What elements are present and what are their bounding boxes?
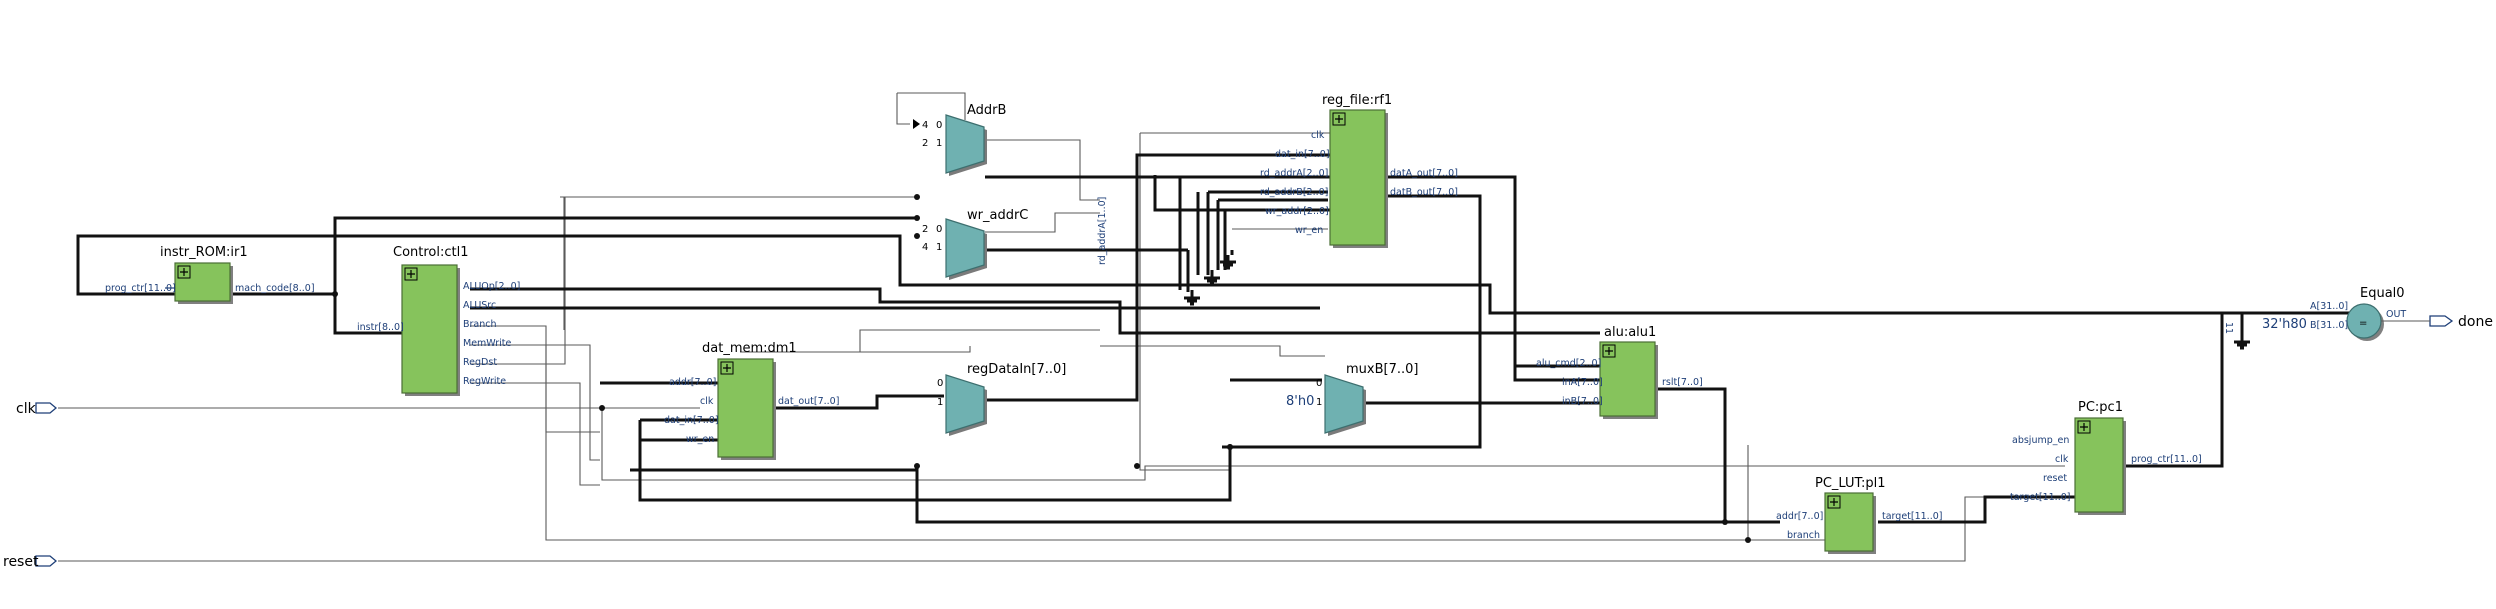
reg-file-in-rd-addra: rd_addrA[2..0] <box>1260 168 1328 179</box>
wires-thick <box>76 153 2355 524</box>
instr-rom-in-prog-ctr: prog_ctr[11..0] <box>105 283 176 294</box>
dat-mem-block[interactable]: dat_mem:dm1 addr[7..0] clk dat_in[7..0] … <box>664 341 839 460</box>
expand-icon[interactable] <box>2077 420 2091 434</box>
pc-in-target: target[11..0] <box>2010 492 2070 503</box>
pc-lut-in-branch: branch <box>1787 530 1820 541</box>
pc-lut-out-target: target[11..0] <box>1882 511 1942 522</box>
instr-rom-title: instr_ROM:ir1 <box>160 245 248 260</box>
reg-file-in-wr-addr: wr_addr[2..0] <box>1265 206 1329 217</box>
alu-block[interactable]: alu:alu1 alu_cmd[2..0] inA[7..0] inB[7..… <box>1536 325 1703 419</box>
control-title: Control:ctl1 <box>393 245 469 260</box>
addrb-in1-val: 2 <box>922 138 928 149</box>
equal0-bus-label: 11 <box>2223 322 2234 334</box>
wr-addrc-in0-val: 2 <box>922 224 928 235</box>
reg-file-out-datb: datB_out[7..0] <box>1390 187 1458 198</box>
equal0-out: OUT <box>2386 309 2406 320</box>
expand-icon[interactable] <box>720 361 734 375</box>
muxb-title: muxB[7..0] <box>1346 362 1418 377</box>
equal-sign-icon: = <box>2359 318 2367 329</box>
reg-file-block[interactable]: reg_file:rf1 clk dat_in[7..0] rd_addrA[2… <box>1260 93 1458 248</box>
reg-file-in-rd-addrb: rd_addrB[2..0] <box>1260 187 1328 198</box>
equal0-comparator[interactable]: Equal0 = A[31..0] B[31..0] OUT 32'h80 11 <box>2223 286 2430 341</box>
equal0-const: 32'h80 <box>2262 317 2307 332</box>
control-out-regwrite: RegWrite <box>463 376 506 387</box>
addrb-in1-sel: 1 <box>936 138 942 149</box>
pc-in-reset: reset <box>2043 473 2067 484</box>
control-out-memwrite: MemWrite <box>463 338 512 349</box>
dat-mem-out-dat-out: dat_out[7..0] <box>778 396 839 407</box>
alu-in-inb: inB[7..0] <box>1562 396 1603 407</box>
equal0-title: Equal0 <box>2360 286 2405 301</box>
pc-in-absjump: absjump_en <box>2012 435 2069 446</box>
alu-in-alu-cmd: alu_cmd[2..0] <box>1536 358 1601 369</box>
regdatain-in0-sel: 0 <box>937 378 943 389</box>
muxb-const: 8'h0 <box>1286 394 1314 409</box>
pc-lut-in-addr: addr[7..0] <box>1776 511 1823 522</box>
junction-dots <box>332 194 1751 543</box>
wr-addrc-in0-sel: 0 <box>936 224 942 235</box>
control-block[interactable]: Control:ctl1 instr[8..0] ALUOp[2..0] ALU… <box>357 245 520 396</box>
control-out-branch: Branch <box>463 319 497 330</box>
expand-icon[interactable] <box>404 267 418 281</box>
instr-rom-out-mach-code: mach_code[8..0] <box>235 283 315 294</box>
addrb-title: AddrB <box>967 103 1006 118</box>
dat-mem-title: dat_mem:dm1 <box>702 341 797 356</box>
wr-addrc-title: wr_addrC <box>967 208 1028 223</box>
muxb-in0-sel: 0 <box>1316 378 1322 389</box>
pc-lut-block[interactable]: PC_LUT:pl1 addr[7..0] branch target[11..… <box>1776 476 1942 554</box>
alu-in-ina: inA[7..0] <box>1562 377 1603 388</box>
pc-block[interactable]: PC:pc1 absjump_en clk reset target[11..0… <box>2010 400 2202 515</box>
control-out-regdst: RegDst <box>463 357 497 368</box>
reg-file-out-data: datA_out[7..0] <box>1390 168 1458 179</box>
addrb-in0-sel: 0 <box>936 120 942 131</box>
muxb-in1-sel: 1 <box>1316 397 1322 408</box>
pc-out-prog-ctr: prog_ctr[11..0] <box>2131 454 2202 465</box>
control-out-alusrc: ALUSrc <box>463 300 496 311</box>
done-label: done <box>2458 314 2493 330</box>
reset-input-port[interactable]: reset <box>3 554 58 570</box>
dat-mem-in-wr-en: wr_en <box>686 434 714 445</box>
alu-title: alu:alu1 <box>1604 325 1656 340</box>
done-output-port[interactable]: done <box>2429 314 2493 330</box>
clk-label: clk <box>16 401 37 417</box>
wires-thin <box>58 92 2075 562</box>
regdatain-in1-sel: 1 <box>937 397 943 408</box>
muxb-mux[interactable]: muxB[7..0] 0 1 8'h0 <box>1286 362 1418 436</box>
pc-title: PC:pc1 <box>2078 400 2123 415</box>
rd-addr-bus-label: rd_addrA[1..0] <box>1097 197 1108 265</box>
alu-out-rslt: rslt[7..0] <box>1662 377 1703 388</box>
ground-symbols <box>1184 255 2250 350</box>
dat-mem-in-dat-in: dat_in[7..0] <box>664 415 719 426</box>
wr-addrc-mux[interactable]: wr_addrC 2 0 4 1 <box>922 208 1028 280</box>
reg-file-in-clk: clk <box>1311 130 1325 141</box>
reg-file-in-wr-en: wr_en <box>1295 225 1323 236</box>
equal0-in-b: B[31..0] <box>2310 320 2348 331</box>
wr-addrc-in1-sel: 1 <box>936 242 942 253</box>
dat-mem-in-addr: addr[7..0] <box>669 377 716 388</box>
control-in-instr: instr[8..0] <box>357 322 404 333</box>
clk-input-port[interactable]: clk <box>16 401 58 417</box>
pc-in-clk: clk <box>2055 454 2069 465</box>
expand-icon[interactable] <box>177 265 191 279</box>
regdatain-mux[interactable]: regDataIn[7..0] 0 1 <box>937 362 1066 436</box>
control-out-aluop: ALUOp[2..0] <box>463 281 520 292</box>
regdatain-title: regDataIn[7..0] <box>967 362 1066 377</box>
pc-lut-title: PC_LUT:pl1 <box>1815 476 1886 491</box>
reg-file-in-dat-in: dat_in[7..0] <box>1275 149 1330 160</box>
instr-rom-block[interactable]: instr_ROM:ir1 prog_ctr[11..0] mach_code[… <box>105 245 315 304</box>
reg-file-title: reg_file:rf1 <box>1322 93 1392 108</box>
wr-addrc-in1-val: 4 <box>922 242 928 253</box>
reset-label: reset <box>3 554 39 570</box>
expand-icon[interactable] <box>1332 112 1346 126</box>
expand-icon[interactable] <box>1602 344 1616 358</box>
addrb-mux[interactable]: AddrB 4 0 2 1 <box>913 103 1006 176</box>
dat-mem-in-clk: clk <box>700 396 714 407</box>
expand-icon[interactable] <box>1827 495 1841 509</box>
addrb-in0-val: 4 <box>922 120 928 131</box>
equal0-in-a: A[31..0] <box>2310 301 2348 312</box>
